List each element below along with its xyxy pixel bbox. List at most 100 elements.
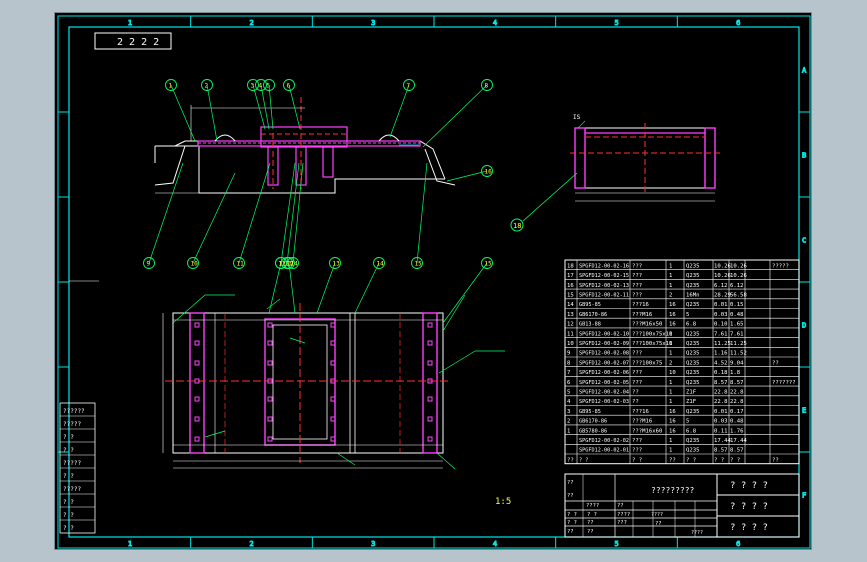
balloon-5[interactable] [263,79,275,91]
bom-cell: ??? [632,283,642,289]
column-zone-label: 2 [250,19,254,27]
bom-cell: 5 [567,390,570,396]
bom-header-cell: ? ? [686,457,696,463]
row-zone-label: F [802,492,806,500]
bolt-hole [427,322,433,328]
bolt-hole [267,396,273,402]
bom-cell: Q235 [686,370,699,376]
bom-cell: ??? [632,273,642,279]
bom-cell: ??? [632,263,642,269]
balloon-1[interactable] [165,79,177,91]
bom-cell: 10.26 [730,263,747,269]
bom-cell: ??? [632,351,642,357]
revision-cell: ????? [63,460,81,467]
balloon-14[interactable] [373,257,385,269]
balloon-3[interactable] [247,79,259,91]
bom-header-cell: ?? [567,457,574,463]
bom-cell: 18 [567,263,574,269]
bolt-hole [330,378,336,384]
bom-cell: 0.01 [714,409,727,415]
bom-cell: SPGFD12-00-02-06 [579,370,629,376]
bom-cell: ??? [632,380,642,386]
bom-cell: 8.57 [714,448,727,454]
bom-cell: Q235 [686,283,699,289]
column-zone-label: 3 [371,540,375,548]
bom-cell: 10.26 [730,273,747,279]
balloon-15[interactable] [481,257,493,269]
bom-cell: ???100x75x10 [632,341,672,347]
balloon-15[interactable] [411,257,423,269]
balloon-9[interactable] [143,257,155,269]
balloon-4[interactable] [255,79,267,91]
bom-cell: 16 [669,428,676,434]
bolt-hole [267,436,273,442]
title-cell: ?? [587,520,594,526]
bolt-hole [427,360,433,366]
bolt-hole [427,340,433,346]
bom-cell: GB6170-86 [579,312,607,318]
balloon-2[interactable] [201,79,213,91]
bom-cell: Q235 [686,380,699,386]
bom-cell: Q235 [686,263,699,269]
balloon-8[interactable] [481,79,493,91]
title-block: ????????? ? ? ? ? ? ? ? ? ? ? ? ? ???? ?… [564,473,800,538]
bolt-hole [427,416,433,422]
bom-cell: 1.65 [730,322,743,328]
balloon-label: 9 [147,261,151,268]
balloon-7[interactable] [403,79,415,91]
balloon-12[interactable] [283,257,295,269]
bom-cell: GB95-85 [579,302,601,308]
column-zone-label: 4 [493,19,497,27]
bom-cell: SPGFD12-00-02-04 [579,390,629,396]
balloon-6[interactable] [283,79,295,91]
title-cell: ???? [617,512,630,518]
balloon-14[interactable] [287,257,299,269]
bolt-hole [427,378,433,384]
balloon-11[interactable] [275,257,287,269]
bom-cell: 22.8 [714,399,728,405]
bom-cell: 8.57 [730,380,743,386]
revision-cell: ? ? [63,447,74,454]
bom-cell: 17.44 [730,438,747,444]
balloon-16[interactable] [481,165,493,177]
bom-cell: 22.8 [730,399,744,405]
bom-cell: 17 [567,273,574,279]
balloon-label: 12 [287,261,295,268]
title-cell: ???? [586,503,599,509]
bom-cell: ??? [632,438,642,444]
balloon-label: 5 [267,83,271,90]
bom-cell: SPGFD12-00-02-02 [579,438,629,444]
bom-cell: 1 [669,380,672,386]
bom-cell: 1 [669,438,672,444]
bom-cell: 0.10 [714,322,727,328]
column-zone-label: 1 [128,540,132,548]
balloon-11[interactable] [233,257,245,269]
bolt-hole [267,322,273,328]
bom-cell: SPGFD12-00-02-01 [579,448,629,454]
bom-cell: Q235 [686,438,699,444]
bom-cell: Q235 [686,273,699,279]
bom-cell: 22.8 [730,390,744,396]
bolt-hole [330,340,336,346]
bom-header-cell: ?? [669,457,676,463]
bom-cell: SPGFD12-00-02-15 [579,273,629,279]
bom-cell: Q235 [686,302,699,308]
bolt-hole [330,436,336,442]
bolt-hole [427,396,433,402]
bom-cell: 9 [567,351,570,357]
balloon-label: 14 [377,261,385,268]
balloon-label: 15 [485,261,493,268]
bom-cell: 2 [669,360,672,366]
balloon-10[interactable] [187,257,199,269]
bom-cell: 5 [686,312,689,318]
balloon-13[interactable] [329,257,341,269]
bom-cell: 4 [567,399,571,405]
bom-cell: SPGFD12-00-02-05 [579,380,629,386]
revision-block: ???????????? ?? ??????? ??????? ?? ?? ? [59,280,99,534]
bom-cell: 22.8 [714,390,728,396]
